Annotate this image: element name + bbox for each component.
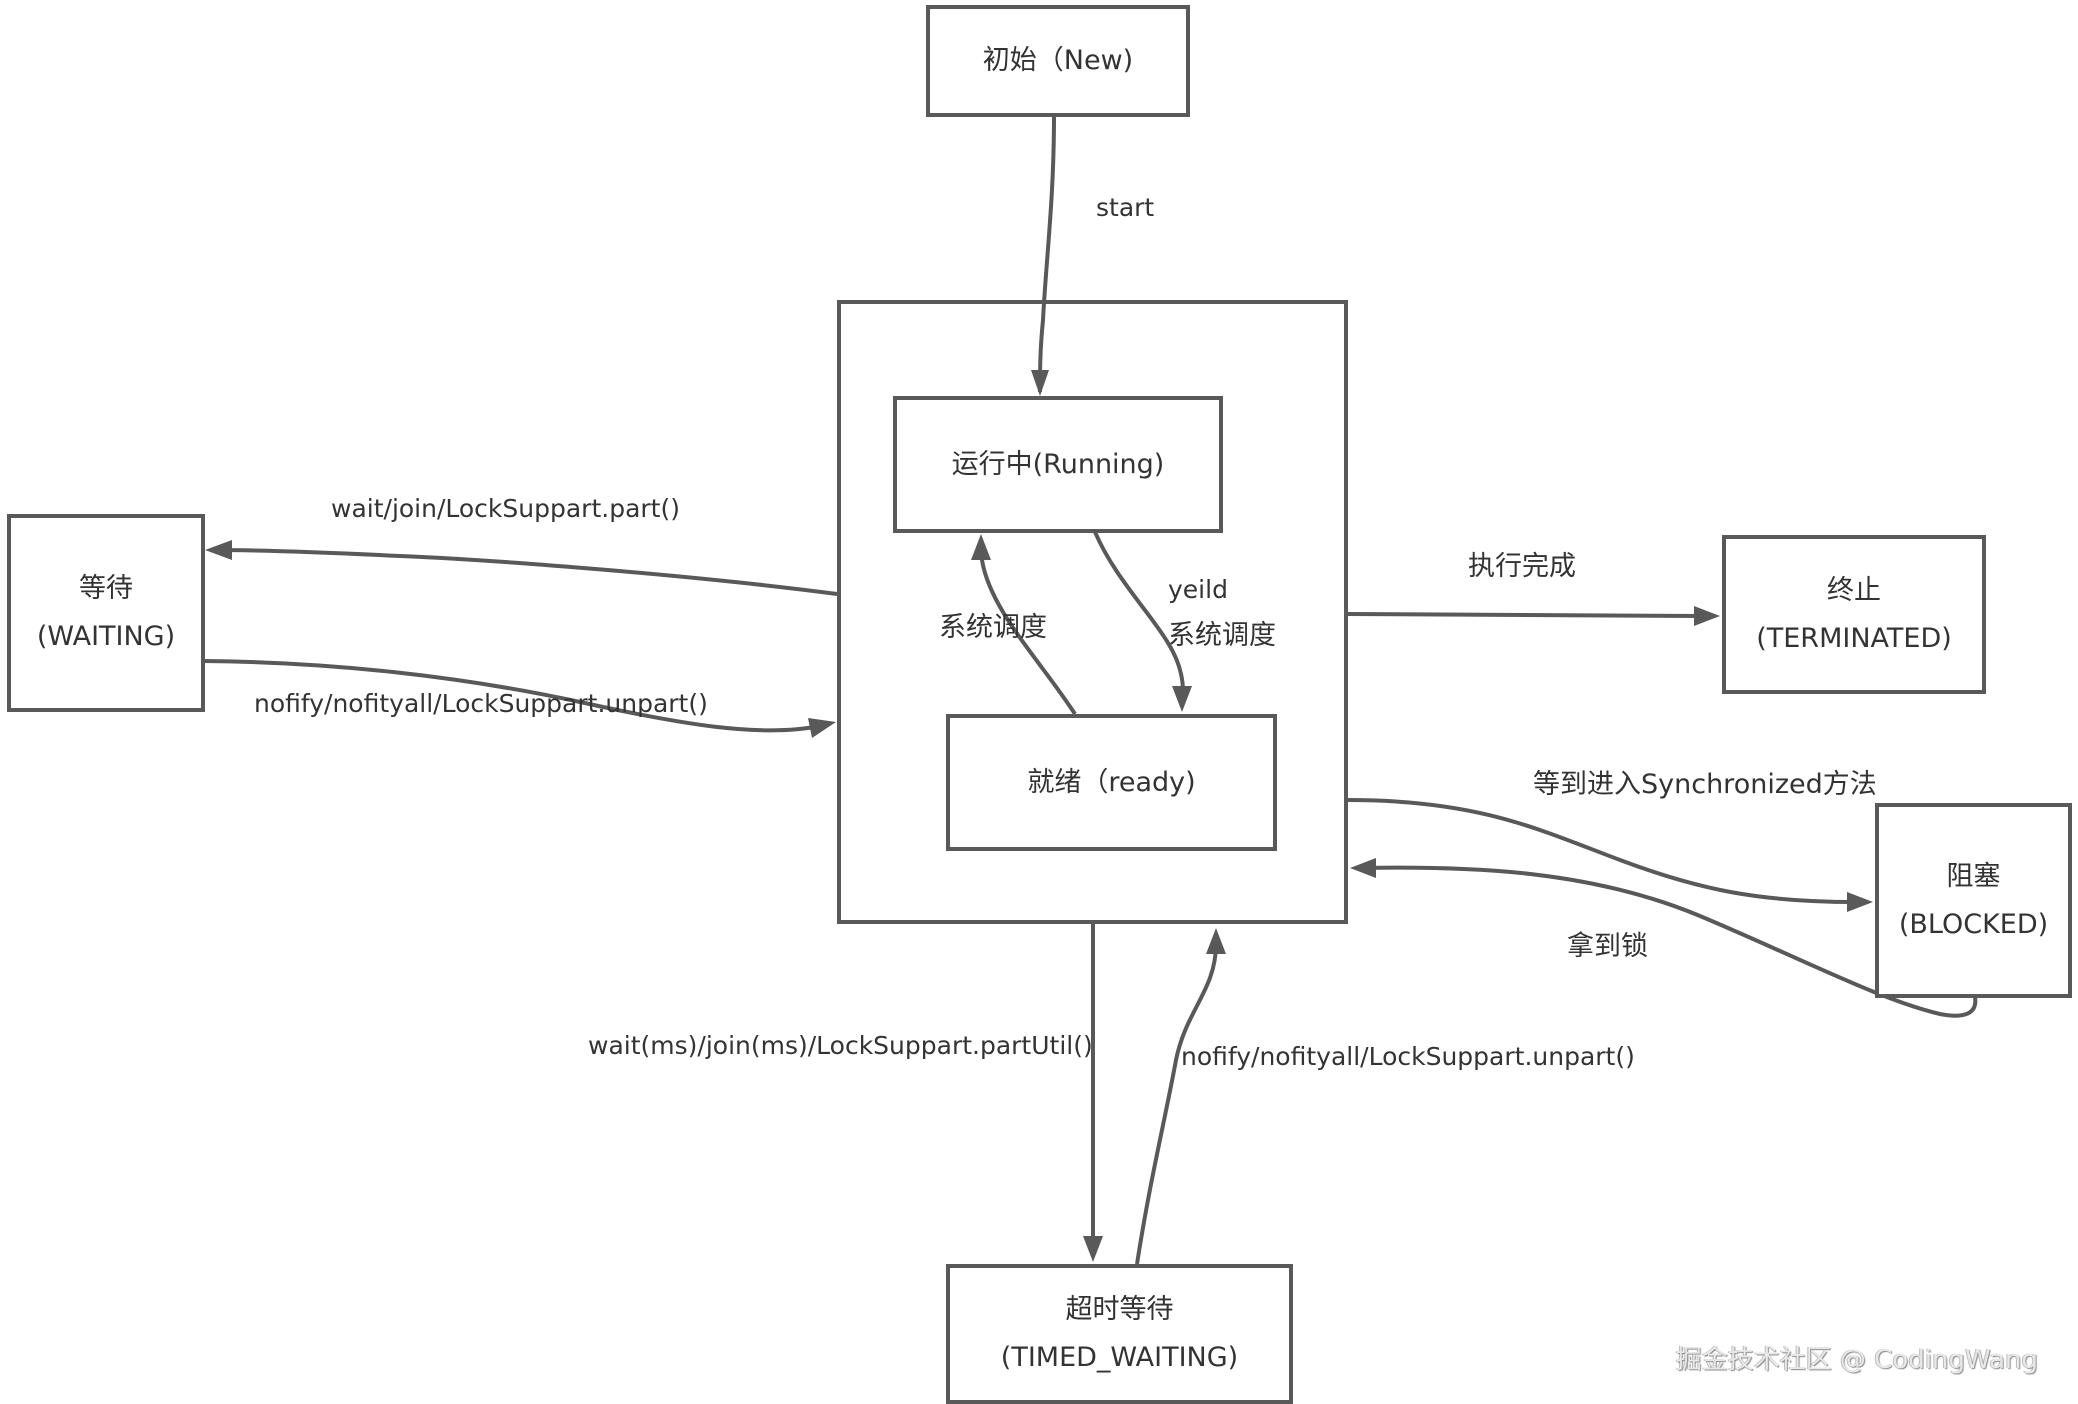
arrowhead-from-waiting [808,718,836,738]
state-blocked: 阻塞 (BLOCKED) [1875,803,2072,998]
edge-label-ready-to-running: 系统调度 [939,612,1047,643]
arrowhead-to-timed-waiting [1083,1236,1103,1262]
arrowhead-start [1031,370,1049,396]
arrowhead-from-timed-waiting [1206,928,1226,954]
edge-to-blocked [1347,798,1856,904]
state-waiting-label-cn: 等待 [79,573,133,604]
edge-start [1038,115,1056,393]
arrowhead-from-blocked [1350,858,1376,878]
edge-to-terminated [1347,612,1703,618]
state-ready-label: 就绪（ready) [1027,766,1196,798]
edge-from-timed-waiting [1135,943,1218,1265]
state-blocked-label-en: (BLOCKED) [1898,908,2049,940]
state-waiting-label-en: (WAITING) [36,621,176,652]
arrowhead-to-waiting [205,540,232,560]
watermark: 掘金技术社区 @ CodingWang [1675,1345,2038,1375]
edge-from-waiting [202,659,821,733]
edge-label-running-to-ready: 系统调度 [1168,620,1276,651]
state-timed-waiting-label-en: (TIMED_WAITING) [1000,1342,1239,1373]
edge-label-from-waiting: nofify/nofityall/LockSuppart.unpart() [254,689,708,718]
arrowhead-to-terminated [1694,606,1720,626]
edge-to-waiting [213,548,838,596]
edge-label-to-timed-waiting: wait(ms)/join(ms)/LockSuppart.partUtil() [588,1031,1093,1060]
edge-from-blocked [1361,865,1978,1018]
state-terminated-label-en: (TERMINATED) [1756,622,1952,654]
runnable-container [837,300,1348,924]
edge-label-to-waiting: wait/join/LockSuppart.part() [331,494,680,523]
state-running-label: 运行中(Running) [951,448,1165,480]
edge-label-from-blocked: 拿到锁 [1567,931,1648,962]
state-timed-waiting-label-cn: 超时等待 [1065,1294,1174,1325]
state-running: 运行中(Running) [893,396,1223,533]
edge-label-from-timed-waiting: nofify/nofityall/LockSuppart.unpart() [1181,1042,1635,1071]
arrowhead-ready-to-running [971,534,991,560]
state-new-label: 初始（New) [982,45,1134,76]
edge-label-to-blocked: 等到进入Synchronized方法 [1533,769,1877,800]
edge-label-start: start [1096,193,1155,222]
state-blocked-label-cn: 阻塞 [1946,860,2001,892]
state-timed-waiting: 超时等待 (TIMED_WAITING) [946,1264,1293,1404]
state-terminated-label-cn: 终止 [1827,574,1881,606]
arrowhead-to-blocked [1847,892,1873,912]
state-ready: 就绪（ready) [946,714,1277,851]
edge-label-yield: yeild [1168,575,1228,604]
state-new: 初始（New) [926,5,1190,117]
arrowhead-running-to-ready [1172,686,1192,712]
state-waiting: 等待 (WAITING) [7,514,205,712]
state-terminated: 终止 (TERMINATED) [1722,535,1986,694]
edge-label-to-terminated: 执行完成 [1468,551,1576,582]
